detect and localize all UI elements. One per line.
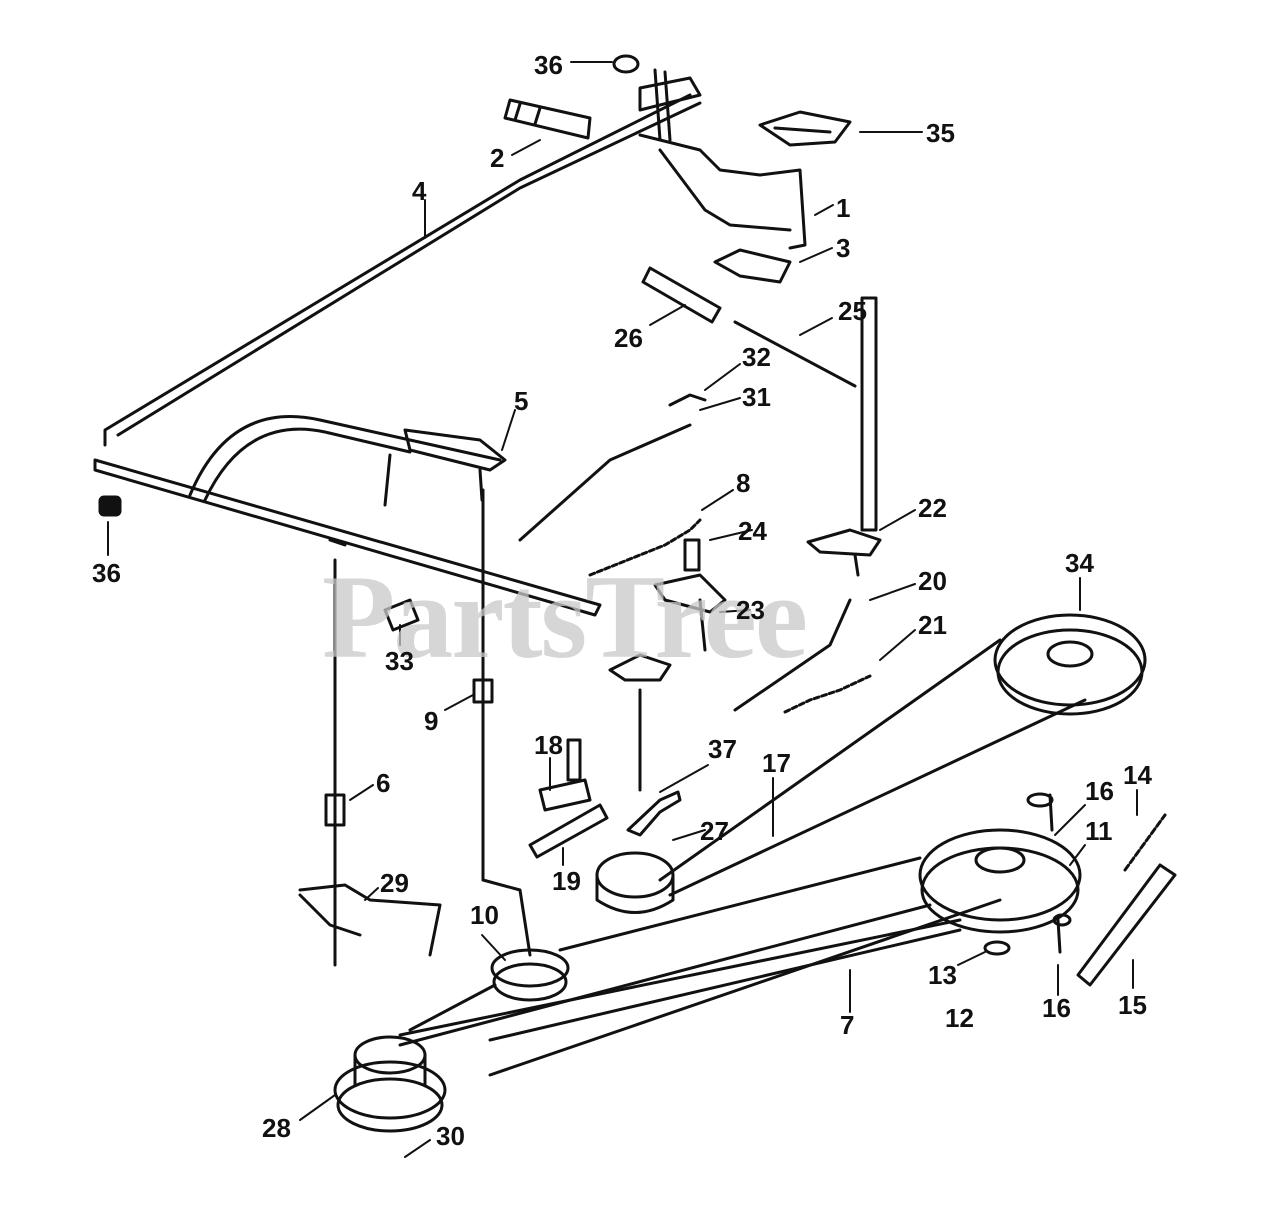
guide-rod-29-part [298,883,442,957]
callout-label: 5 [514,386,529,416]
callout-label: 10 [470,900,499,930]
callout-label: 31 [742,382,771,412]
callout-label: 36 [534,50,563,80]
callout-label: 28 [262,1113,291,1143]
bracket-18-part [538,738,592,812]
callout-label: 4 [412,176,427,206]
callout-label: 27 [700,816,729,846]
shaft-bracket-part [806,296,882,577]
callout-label: 37 [708,734,737,764]
callout-label: 29 [380,868,409,898]
leader-lines [107,61,1138,1158]
spacer-top-part [612,54,640,74]
callout-label: 6 [376,768,391,798]
callout-label: 26 [614,323,643,353]
control-cables [333,488,532,967]
bolt-19-part [528,803,609,859]
callout-label: 30 [436,1121,465,1151]
rod-20-part [733,598,852,712]
callout-label: 21 [918,610,947,640]
callout-label: 14 [1123,760,1152,790]
callout-label: 19 [552,866,581,896]
callout-label: 33 [385,646,414,676]
callout-label: 35 [926,118,955,148]
rod-25-part [733,320,857,388]
bolt-14-part [1123,813,1167,872]
callout-label: 12 [945,1003,974,1033]
linkage-bracket-part [608,538,727,792]
callout-label: 20 [918,566,947,596]
callout-label: 16 [1085,776,1114,806]
spring-8-part [588,518,702,577]
callout-label: 36 [92,558,121,588]
callout-label: 8 [736,468,751,498]
callout-label: 34 [1065,548,1094,578]
callout-label: 15 [1118,990,1147,1020]
pulley-11-part [918,828,1082,934]
callout-label: 7 [840,1010,855,1040]
callout-label: 17 [762,748,791,778]
callout-label: 1 [836,193,851,223]
key-16b-part [1052,913,1072,954]
callout-label: 9 [424,706,439,736]
blade-15-part [1076,863,1177,987]
bolt-33-part [383,598,420,632]
callout-label: 3 [836,233,851,263]
spacer-6-part [324,793,346,827]
callout-label: 22 [918,493,947,523]
key-16-part [1026,792,1054,832]
lift-rod-part [103,93,702,447]
bracket-part [713,248,792,284]
pin-part [641,266,722,324]
pulley-34-part [993,613,1147,716]
hinge-plate-part [758,110,852,147]
watermark: PartsTree [322,550,808,683]
pulley-10-part [490,948,570,1002]
spring-21-part [783,674,872,714]
pulley-28-part [333,1035,447,1133]
callout-label: 16 [1042,993,1071,1023]
nut-36-bottom-part [98,495,122,517]
rod-31-part [518,393,707,542]
bracket-37-part [626,790,682,837]
washer-13-part [983,940,1011,956]
callout-label: 24 [738,516,767,546]
lift-frame-part [93,415,602,617]
callout-label: 23 [736,595,765,625]
callout-label: 2 [490,143,505,173]
drive-belt-17 [558,638,1087,952]
callout-label: 13 [928,960,957,990]
callout-label: 25 [838,296,867,326]
callout-label: 18 [534,730,563,760]
lift-handle-part [638,68,807,250]
pulley-27-part [595,851,675,914]
drive-belt-7 [398,898,1002,1077]
callout-label: 11 [1085,816,1113,846]
handle-grip-part [503,98,592,140]
spacer-9-part [472,678,494,704]
callout-label: 32 [742,342,771,372]
